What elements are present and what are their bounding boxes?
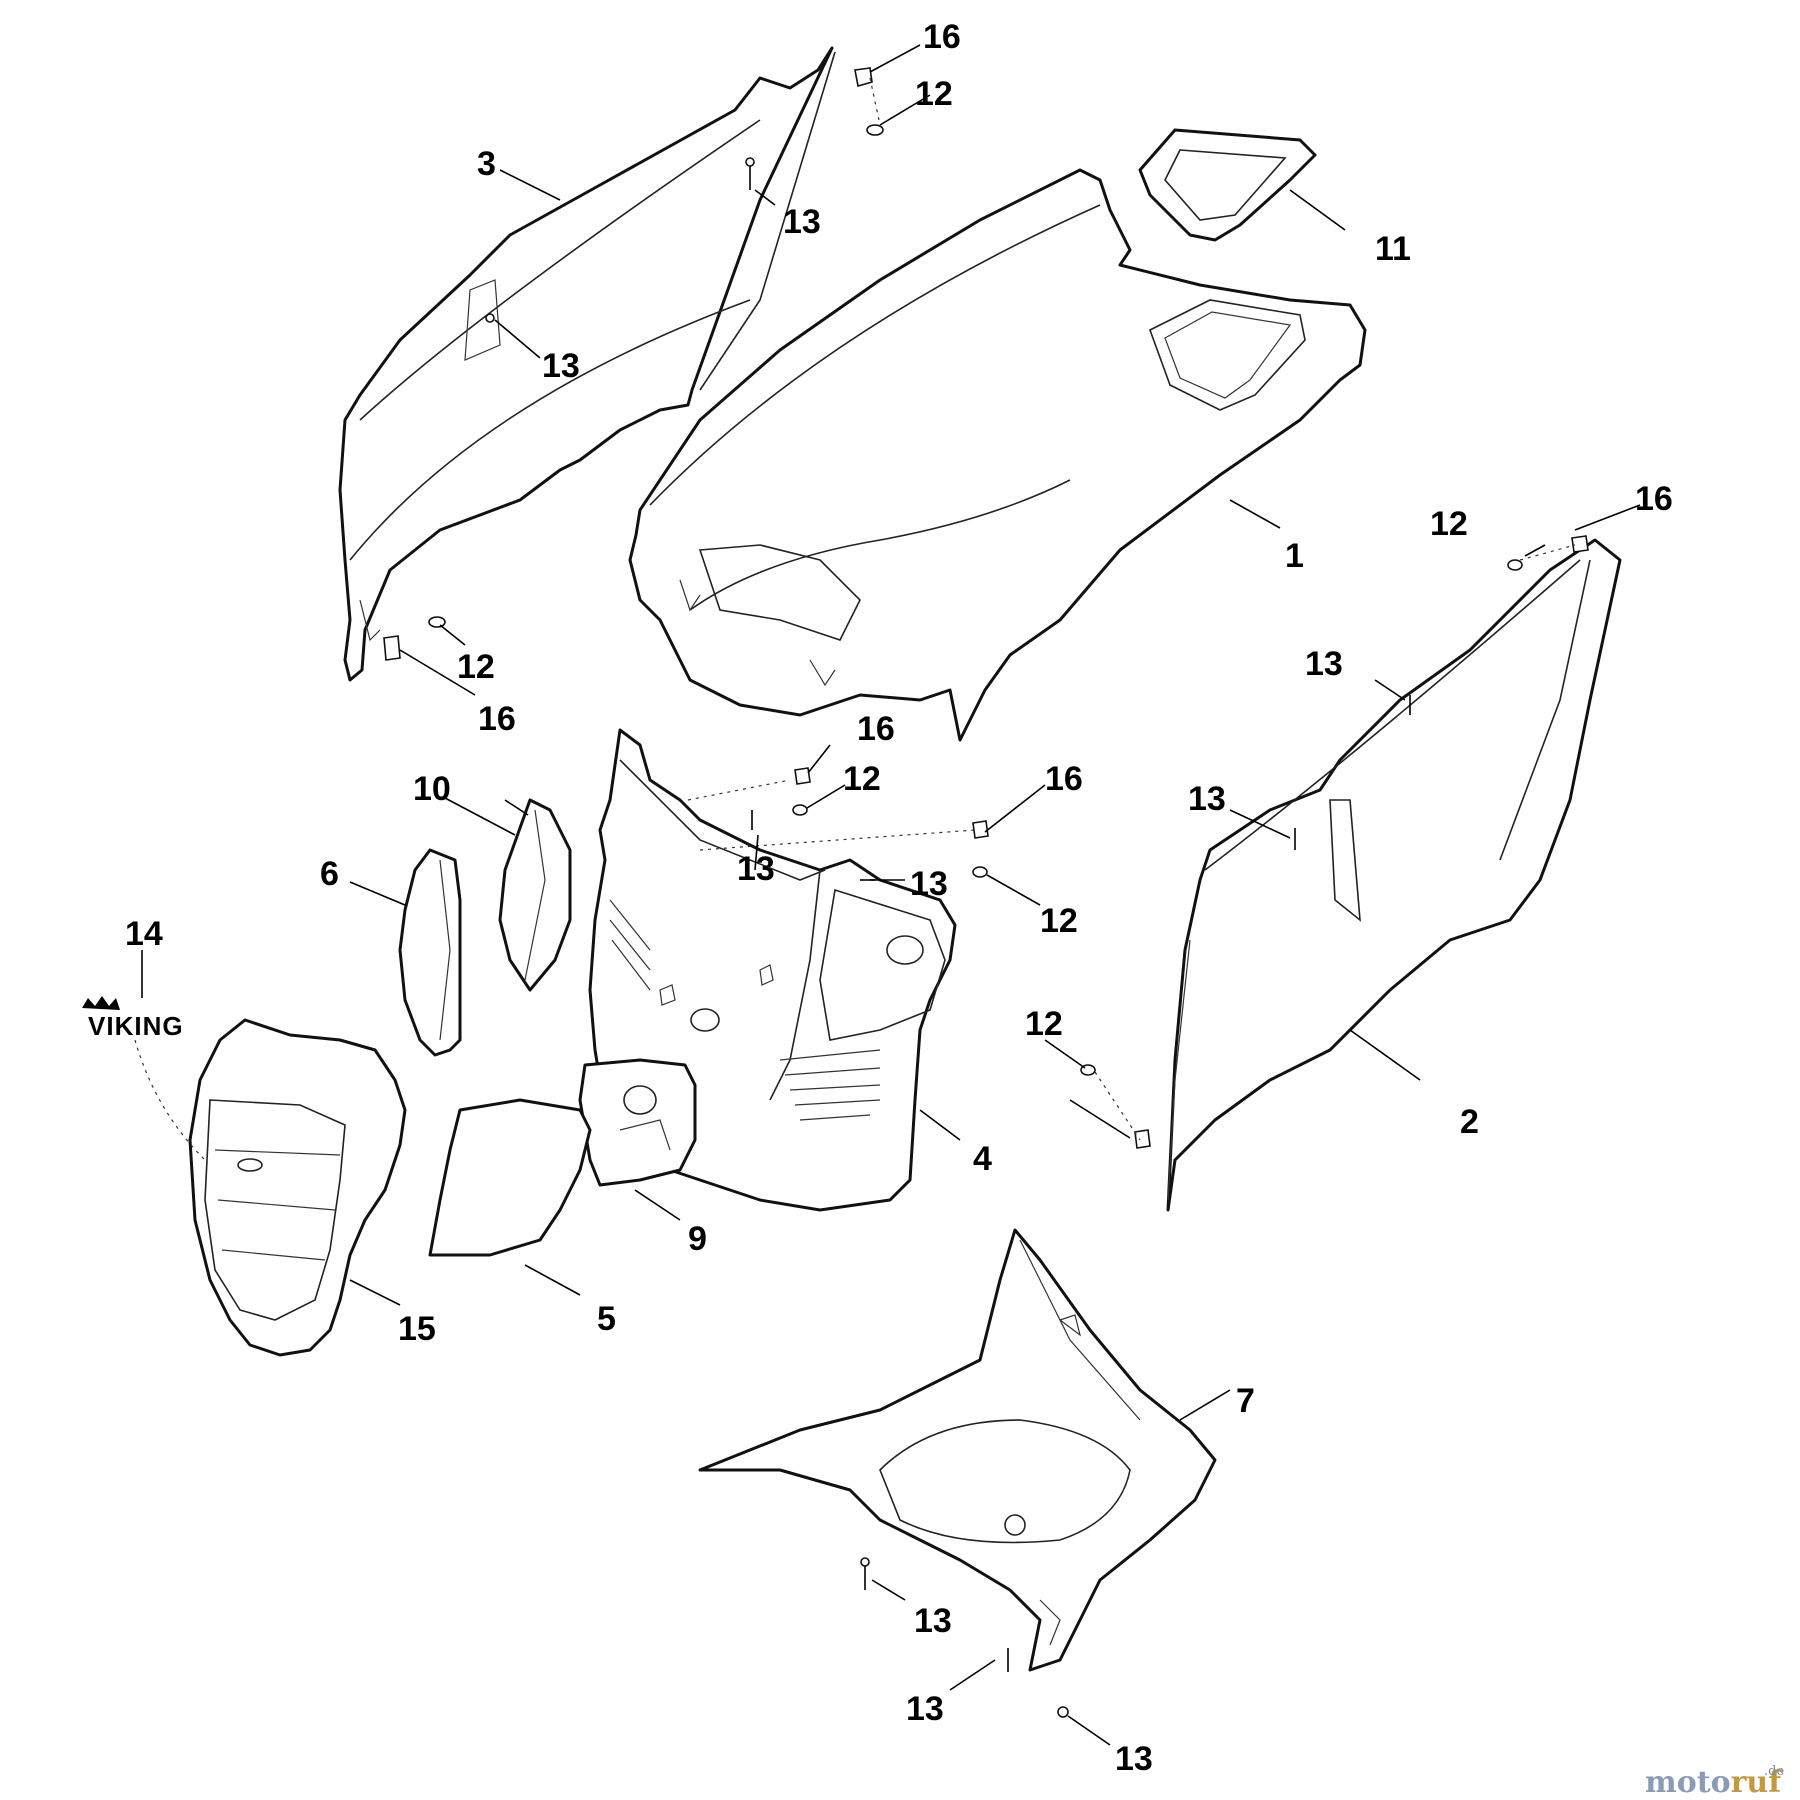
part-6-side-trim: [398, 848, 462, 1057]
callout-12-center: 12: [843, 760, 881, 798]
callout-14: 14: [125, 915, 163, 953]
clip-nut-16a: [854, 67, 873, 88]
screw-12b: [428, 616, 446, 628]
clip-nut-16d: [972, 820, 989, 839]
callout-16-center: 16: [857, 710, 895, 748]
callouts: 1 2 3 4 5 6 7 9 10 11 12 12 12 12 12 12 …: [125, 18, 1673, 1778]
callout-13-center-right: 13: [910, 865, 948, 903]
screw-12a: [866, 124, 884, 136]
watermark-tld: .de: [1764, 1764, 1784, 1779]
callout-12-top: 12: [915, 75, 953, 113]
part-11-vent-grille: [1138, 128, 1317, 242]
bolt-13a: [745, 157, 755, 190]
part-7-lower-panel: [698, 1228, 1217, 1672]
screw-12d: [972, 866, 988, 878]
callout-13-left: 13: [542, 347, 580, 385]
callout-13-bottom-c: 13: [1115, 1740, 1153, 1778]
callout-13-bottom-b: 13: [906, 1690, 944, 1728]
screw-12e: [1507, 559, 1523, 571]
callout-12-right-low: 12: [1025, 1005, 1063, 1043]
callout-7: 7: [1236, 1382, 1255, 1420]
callout-13-top: 13: [783, 203, 821, 241]
callout-16-top: 16: [923, 18, 961, 56]
assembly-lines: [134, 77, 1576, 1161]
callout-13-bottom-a: 13: [914, 1602, 952, 1640]
screw-12c: [792, 804, 808, 816]
logo-text: VIKING: [88, 1011, 184, 1041]
part-10-lens: [498, 798, 572, 992]
part-1-hood: [628, 168, 1367, 742]
callout-13-center: 13: [737, 850, 775, 888]
callout-4: 4: [973, 1140, 992, 1178]
leader-lines: [141, 44, 1641, 1746]
part-2-right-side-panel: [1166, 538, 1622, 1212]
callout-12-right-top: 12: [1430, 505, 1468, 543]
part-5-headlight-lens: [428, 1098, 592, 1257]
clip-nut-16b: [383, 635, 401, 661]
watermark-text: motoruf: [1645, 1765, 1783, 1800]
clip-nut-16c: [794, 767, 811, 785]
part-3-left-side-panel: [338, 46, 836, 682]
watermark: motoruf .de: [1645, 1764, 1784, 1800]
callout-1: 1: [1285, 537, 1304, 575]
callout-13-right-mid: 13: [1188, 780, 1226, 818]
callout-12-mid: 12: [1040, 902, 1078, 940]
clip-nut-16f: [1134, 1129, 1151, 1149]
bolt-13g: [860, 1557, 870, 1590]
viking-logo: VIKING: [82, 996, 184, 1041]
callout-16-right: 16: [1635, 480, 1673, 518]
callout-10: 10: [413, 770, 451, 808]
bolt-13b: [485, 313, 495, 323]
callout-3: 3: [477, 145, 496, 183]
callout-9: 9: [688, 1220, 707, 1258]
callout-16-left: 16: [478, 700, 516, 738]
callout-15: 15: [398, 1310, 436, 1348]
bolt-13i: [1057, 1706, 1069, 1718]
part-15-front-grille: [188, 1018, 407, 1357]
callout-12-left: 12: [457, 648, 495, 686]
callout-5: 5: [597, 1300, 616, 1338]
callout-13-right-top: 13: [1305, 645, 1343, 683]
callout-11: 11: [1375, 230, 1411, 268]
callout-16-center-right: 16: [1045, 760, 1083, 798]
crown-icon: [82, 996, 120, 1010]
clip-nut-16e: [1571, 535, 1589, 553]
part-9-headlight-housing: [578, 1058, 697, 1187]
callout-2: 2: [1460, 1103, 1479, 1141]
callout-6: 6: [320, 855, 339, 893]
